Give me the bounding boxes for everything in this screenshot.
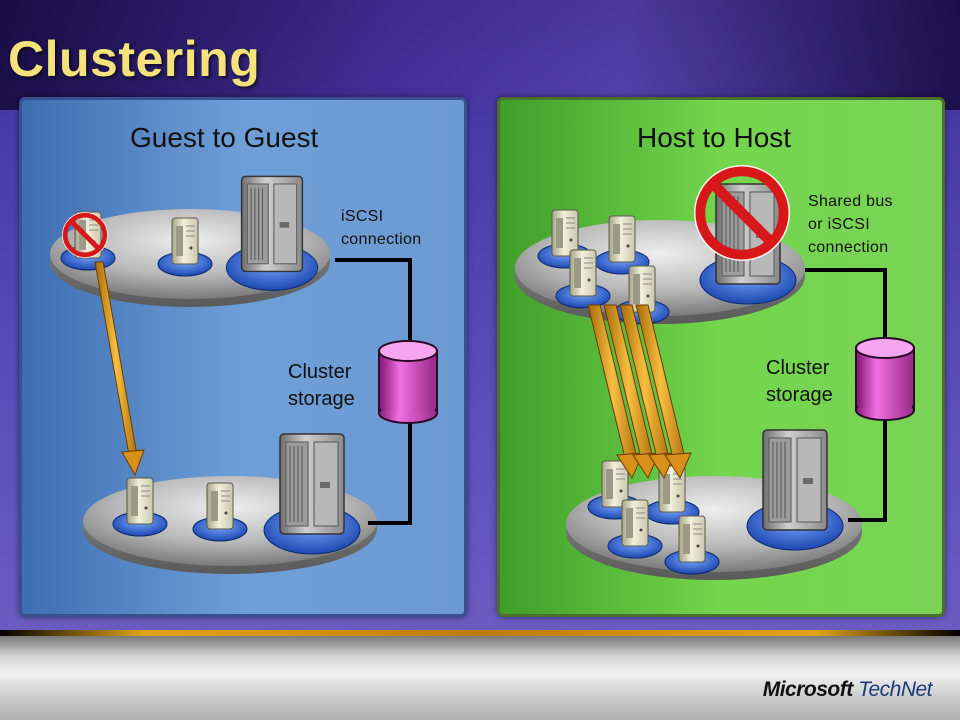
cluster-storage-label: Cluster storage <box>766 357 833 406</box>
shared-bus-connection-line <box>805 268 887 345</box>
storage-cylinder-icon <box>855 337 915 421</box>
storage-connection-line <box>368 420 412 525</box>
microsoft-technet-logo: Microsoft TechNet <box>762 678 933 701</box>
footer-bar <box>0 636 960 720</box>
storage-connection-line <box>848 415 887 522</box>
slide-title: Clustering <box>8 31 261 87</box>
shared-bus-label: Shared bus or iSCSI connection <box>808 193 893 256</box>
guest-to-guest-title: Guest to Guest <box>130 122 319 153</box>
storage-cylinder-icon <box>378 340 438 424</box>
migration-arrows <box>587 304 692 480</box>
iscsi-connection-line <box>335 258 412 345</box>
cluster-storage-label: Cluster storage <box>288 361 355 410</box>
migration-arrow <box>94 261 145 477</box>
host-to-host-title: Host to Host <box>637 122 792 153</box>
iscsi-connection-label: iSCSI connection <box>341 208 422 248</box>
footer-divider <box>0 630 960 636</box>
